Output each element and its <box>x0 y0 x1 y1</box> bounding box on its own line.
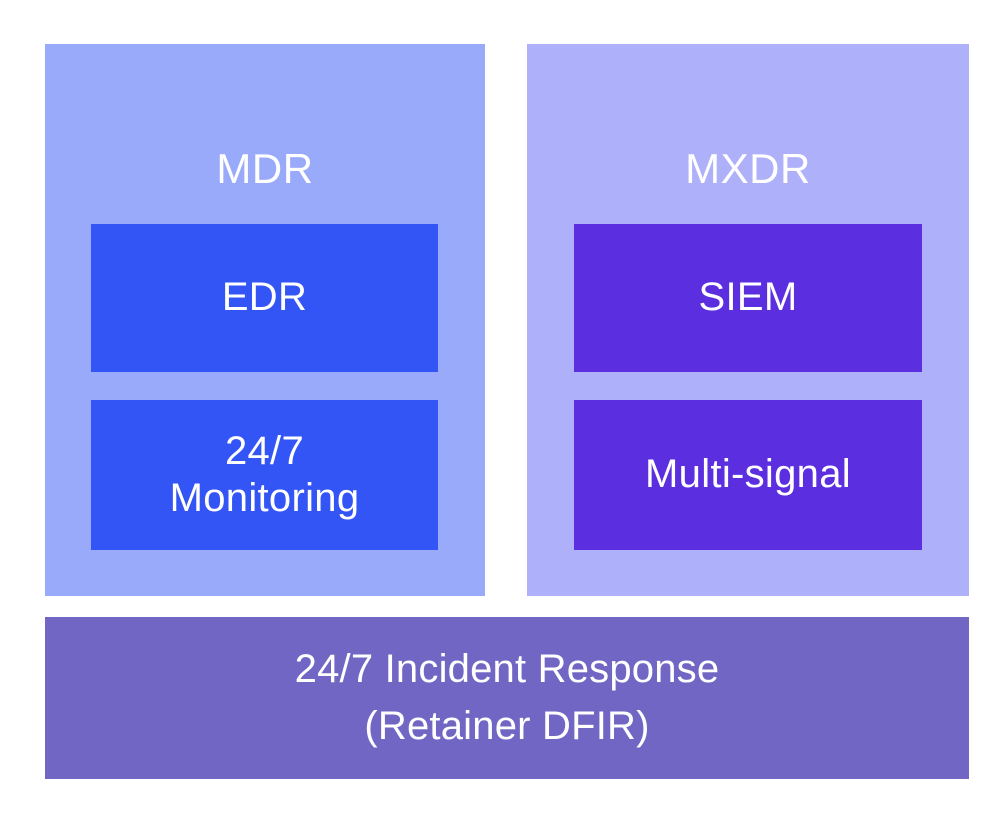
capability-line: SIEM <box>698 275 798 320</box>
panel-mdr: MDR EDR 24/7 Monitoring <box>45 44 485 596</box>
panel-mxdr: MXDR SIEM Multi-signal <box>527 44 969 596</box>
capability-label-multisignal: Multi-signal <box>584 451 912 498</box>
panel-title-mxdr: MXDR <box>685 145 811 192</box>
foundation-line: (Retainer DFIR) <box>364 704 650 748</box>
foundation-bar-label: 24/7 Incident Response (Retainer DFIR) <box>295 641 720 755</box>
capability-line: Multi-signal <box>645 452 851 497</box>
capability-line: EDR <box>221 275 308 320</box>
capability-label-monitoring: 24/7 Monitoring <box>101 428 428 522</box>
foundation-line: 24/7 Incident Response <box>294 647 720 692</box>
capability-line: Monitoring <box>169 476 360 520</box>
capability-box-monitoring: 24/7 Monitoring <box>91 400 438 550</box>
foundation-bar-incident-response: 24/7 Incident Response (Retainer DFIR) <box>45 617 969 779</box>
capability-label-siem: SIEM <box>584 274 912 321</box>
capability-label-edr: EDR <box>101 274 428 321</box>
capability-box-multisignal: Multi-signal <box>574 400 922 550</box>
capability-box-edr: EDR <box>91 224 438 372</box>
panel-title-mdr: MDR <box>216 145 314 192</box>
capability-line: 24/7 <box>224 428 305 473</box>
capability-box-siem: SIEM <box>574 224 922 372</box>
